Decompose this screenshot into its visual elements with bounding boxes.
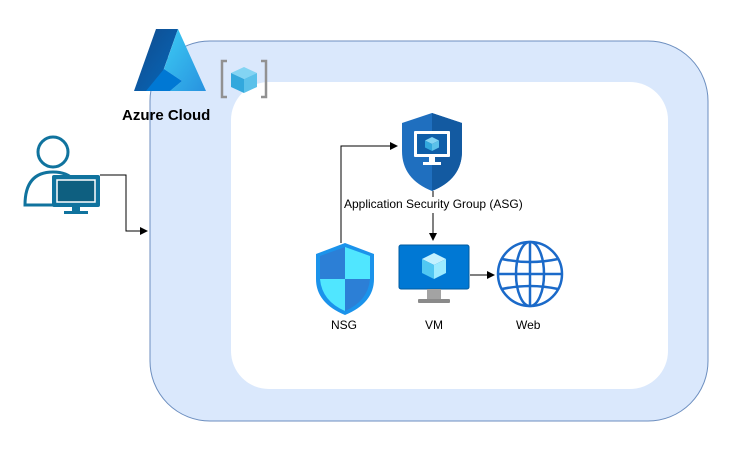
asg-shield-icon <box>402 113 462 191</box>
resource-group-icon <box>220 59 268 99</box>
user-to-cloud-connector <box>100 174 148 235</box>
nsg-shield-icon <box>316 243 374 315</box>
vm-label: VM <box>425 318 443 332</box>
globe-icon <box>496 240 564 308</box>
nsg-label: NSG <box>331 318 358 332</box>
asg-label: Application Security Group (ASG) <box>344 197 523 211</box>
azure-logo-icon <box>134 29 206 91</box>
nsg-to-asg-connector <box>340 142 398 243</box>
web-label: Web <box>516 318 541 332</box>
vm-monitor-icon <box>398 244 470 303</box>
azure-cloud-label: Azure Cloud <box>122 107 211 124</box>
user-computer-icon <box>23 135 100 214</box>
